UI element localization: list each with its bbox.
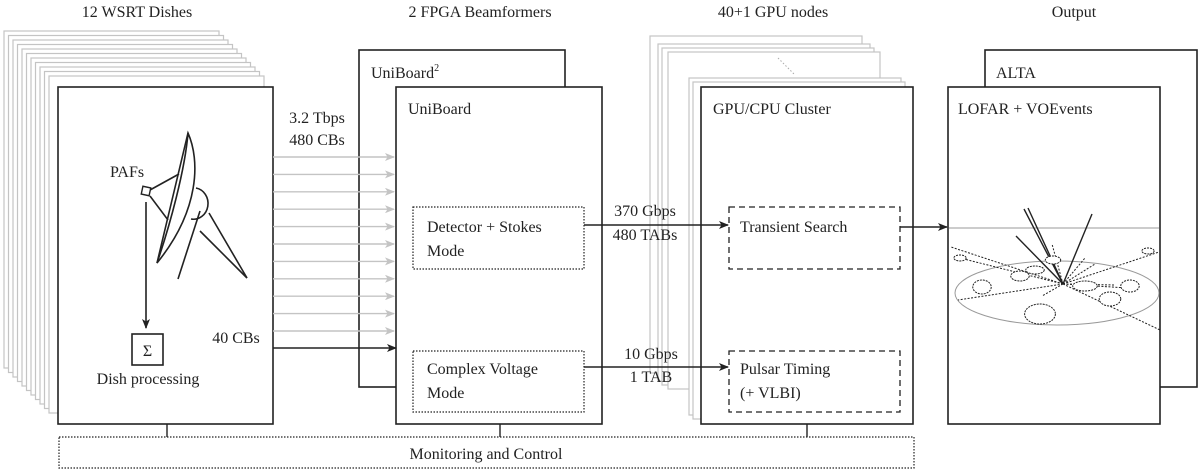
- lofar-link: [1062, 251, 1160, 285]
- gpu-stack-ellipsis: [777, 57, 795, 75]
- lofar-box: [947, 86, 1161, 425]
- voltage-rate-label: 10 Gbps: [624, 346, 678, 363]
- dish-leg-right-a: [208, 212, 248, 279]
- lofar-link: [950, 246, 1064, 285]
- lofar-station-icon: [1072, 280, 1098, 292]
- voltage-mode-box[interactable]: [412, 350, 585, 413]
- stokes-rate-label: 370 Gbps: [614, 203, 676, 220]
- lofar-beam: [1027, 207, 1064, 285]
- uniboard2-label: UniBoard2: [371, 63, 439, 82]
- lofar-station-icon: [1141, 247, 1155, 255]
- cb-arrows-overlay: [273, 153, 395, 335]
- stokes-mode-box[interactable]: [412, 206, 585, 270]
- pulsar-timing-line1: Pulsar Timing: [740, 361, 830, 378]
- stokes-mode-line2: Mode: [427, 243, 464, 260]
- alta-label: ALTA: [996, 65, 1036, 82]
- lofar-link: [959, 257, 1064, 285]
- uniboard-label: UniBoard: [408, 101, 471, 118]
- dish-reflector-edge: [156, 132, 189, 264]
- pulsar-timing-line2: (+ VLBI): [740, 385, 801, 402]
- lofar-link: [1062, 283, 1161, 331]
- lofar-link: [1062, 263, 1096, 285]
- lofar-link: [957, 283, 1064, 301]
- transient-search-label: Transient Search: [740, 219, 847, 236]
- sigma-box: [131, 333, 164, 366]
- paf-label: PAFs: [110, 164, 144, 181]
- header-fpga: 2 FPGA Beamformers: [408, 4, 551, 21]
- lofar-station-icon: [1024, 303, 1056, 325]
- voltage-mode-line2: Mode: [427, 385, 464, 402]
- dish-hub: [190, 187, 209, 221]
- cb-rate-label: 3.2 Tbps: [289, 110, 345, 127]
- dish-leg-right-b: [199, 230, 248, 279]
- lofar-station-icon: [1025, 265, 1045, 275]
- lofar-stations: [953, 247, 1155, 325]
- lofar-link: [1041, 283, 1064, 297]
- stokes-tabs-label: 480 TABs: [613, 227, 678, 244]
- gpu-cluster-label: GPU/CPU Cluster: [713, 101, 831, 118]
- transient-search-box[interactable]: [728, 206, 901, 270]
- paf-strut-top: [149, 173, 180, 191]
- header-dishes: 12 WSRT Dishes: [82, 4, 192, 21]
- lofar-station-icon: [1120, 279, 1140, 293]
- lofar-beam: [1015, 235, 1064, 285]
- monitoring-control-box[interactable]: [58, 436, 915, 469]
- stokes-mode-line1: Detector + Stokes: [427, 219, 542, 236]
- header-gpu: 40+1 GPU nodes: [718, 4, 828, 21]
- voltage-tabs-label: 1 TAB: [630, 369, 672, 386]
- lofar-beam: [1062, 213, 1093, 285]
- lofar-station-icon: [953, 254, 967, 262]
- cb-count-label: 480 CBs: [289, 132, 345, 149]
- lofar-array-illustration: [949, 207, 1161, 331]
- voltage-mode-line1: Complex Voltage: [427, 361, 538, 378]
- lofar-label: LOFAR + VOEvents: [958, 101, 1093, 118]
- sigma-icon: Σ: [143, 343, 152, 360]
- header-output: Output: [1052, 4, 1097, 21]
- lofar-station-icon: [1098, 291, 1122, 307]
- paf-feed-icon: [140, 185, 152, 197]
- cb-local-label: 40 CBs: [212, 330, 260, 347]
- lofar-station-icon: [1044, 255, 1062, 265]
- monitoring-control-label: Monitoring and Control: [410, 446, 563, 463]
- lofar-station-icon: [1010, 270, 1030, 282]
- lofar-link: [1062, 257, 1086, 285]
- dish-processing-label: Dish processing: [97, 371, 200, 388]
- lofar-station-icon: [972, 279, 992, 295]
- dish-leg-left: [177, 210, 201, 280]
- dish-illustration: PAFs Σ Dish processing: [97, 130, 248, 388]
- dish-box: [57, 86, 274, 425]
- paf-strut-bottom: [149, 195, 169, 221]
- pulsar-timing-box[interactable]: [728, 350, 901, 413]
